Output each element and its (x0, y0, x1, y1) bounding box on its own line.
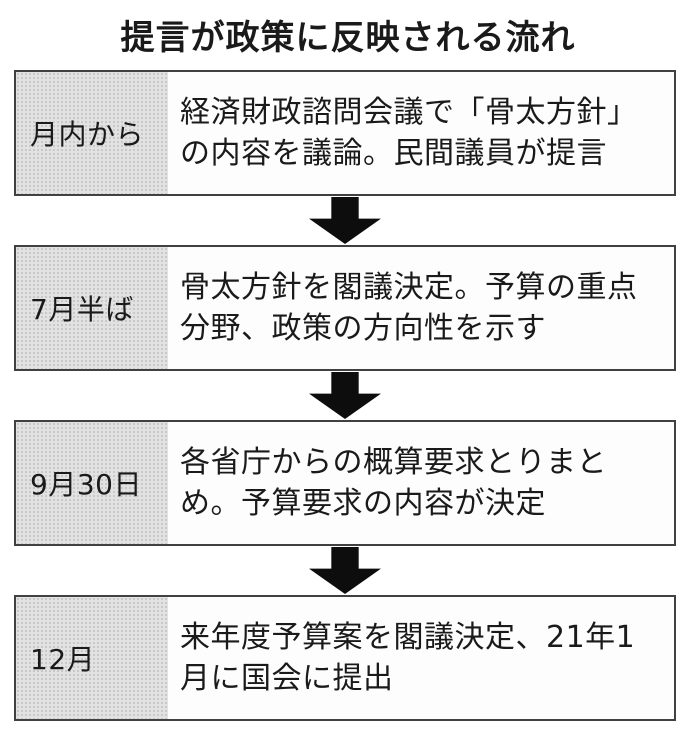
page-title: 提言が政策に反映される流れ (120, 18, 576, 58)
flow-step-4: 12月 来年度予算案を閣議決定、21年1月に国会に提出 (14, 595, 676, 721)
step-4-date-label: 12月 (16, 597, 168, 719)
step-2-description-cell: 骨太方針を閣議決定。予算の重点分野、政策の方向性を示す (168, 247, 674, 369)
step-4-description: 来年度予算案を閣議決定、21年1月に国会に提出 (180, 620, 636, 696)
step-3-description-cell: 各省庁からの概算要求とりまとめ。予算要求の内容が決定 (168, 422, 674, 544)
step-2-description: 骨太方針を閣議決定。予算の重点分野、政策の方向性を示す (180, 270, 638, 346)
step-1-date-label: 月内から (16, 72, 168, 194)
step-1-description: 経済財政諮問会議で「骨太方針」の内容を議論。民間議員が提言 (180, 95, 638, 171)
policy-flow-diagram: 月内から 経済財政諮問会議で「骨太方針」の内容を議論。民間議員が提言 7月半ば … (14, 70, 676, 721)
down-arrow-icon (309, 197, 381, 244)
step-4-description-cell: 来年度予算案を閣議決定、21年1月に国会に提出 (168, 597, 674, 719)
step-3-description: 各省庁からの概算要求とりまとめ。予算要求の内容が決定 (180, 445, 607, 521)
step-3-date-label: 9月30日 (16, 422, 168, 544)
flow-step-1: 月内から 経済財政諮問会議で「骨太方針」の内容を議論。民間議員が提言 (14, 70, 676, 196)
flow-step-2: 7月半ば 骨太方針を閣議決定。予算の重点分野、政策の方向性を示す (14, 245, 676, 371)
step-2-date-label: 7月半ば (16, 247, 168, 369)
arrow-gap-2 (14, 371, 676, 420)
arrow-gap-1 (14, 196, 676, 245)
down-arrow-icon (309, 547, 381, 594)
flow-step-3: 9月30日 各省庁からの概算要求とりまとめ。予算要求の内容が決定 (14, 420, 676, 546)
down-arrow-icon (309, 372, 381, 419)
step-1-description-cell: 経済財政諮問会議で「骨太方針」の内容を議論。民間議員が提言 (168, 72, 674, 194)
arrow-gap-3 (14, 546, 676, 595)
